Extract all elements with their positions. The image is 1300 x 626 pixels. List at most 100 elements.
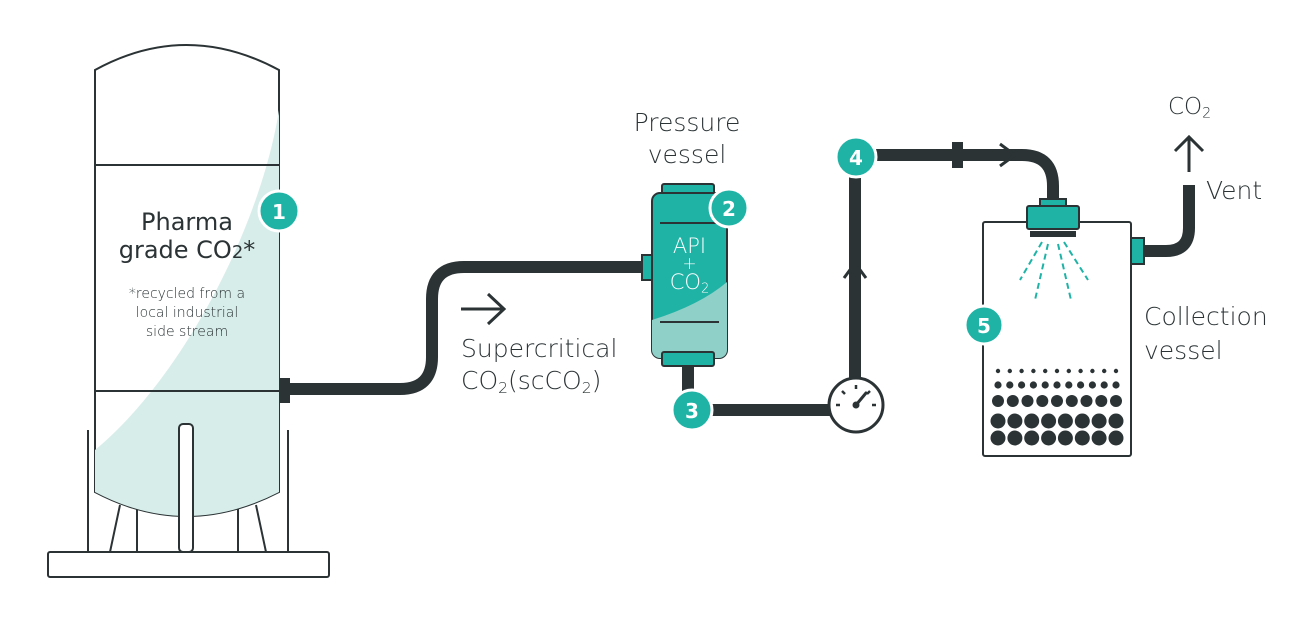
step-badge-3: 3 (670, 388, 714, 432)
particle (1074, 430, 1090, 446)
pressure-gauge-icon (827, 376, 885, 434)
particle (1066, 368, 1072, 374)
particle (1102, 368, 1107, 374)
pipe-tank-to-vessel (290, 261, 642, 395)
particle (1029, 381, 1037, 389)
particle (1019, 368, 1024, 374)
particle (1057, 413, 1073, 429)
particle (1088, 381, 1096, 389)
particle (1091, 413, 1107, 429)
collection-vessel (982, 198, 1145, 457)
tank-note-line2: local industrial (135, 305, 239, 321)
tank-label-line1: Pharma (141, 208, 233, 236)
particle (1007, 430, 1023, 446)
step-badge-5: 5 (963, 304, 1005, 346)
tank-cradle (87, 430, 289, 552)
particle (1074, 413, 1090, 429)
particle (1057, 430, 1073, 446)
collection-label-line1: Collection (1144, 302, 1268, 331)
step-badge-4: 4 (834, 135, 878, 179)
pressure-vessel (641, 183, 728, 367)
pipe-step4-to-nozzle (855, 149, 1059, 202)
tank-note-line1: *recycled from a (128, 286, 246, 302)
particle (1112, 381, 1120, 389)
vent-arrow-icon (1173, 134, 1205, 172)
particle (1110, 395, 1122, 407)
step-number-5: 5 (977, 314, 991, 338)
tank-note-line3: side stream (145, 324, 229, 340)
collection-vessel-label: Collection vessel (1144, 300, 1268, 368)
particle (1007, 413, 1023, 429)
particle (1024, 413, 1040, 429)
particle (992, 395, 1004, 407)
particle (990, 413, 1006, 429)
particle (1065, 395, 1078, 407)
particle (1041, 430, 1057, 446)
particle (1077, 381, 1085, 389)
spray-nozzle-icon (1019, 198, 1089, 301)
pressure-vessel-title-line2: vessel (647, 140, 727, 169)
particle (1100, 381, 1108, 389)
pipe-up-arrow-icon (842, 260, 868, 279)
particle (990, 430, 1006, 446)
particle (1090, 368, 1095, 374)
particle (1036, 395, 1049, 407)
tank-note: *recycled from a local industrial side s… (104, 285, 270, 342)
collection-label-line2: vessel (1144, 336, 1223, 365)
particle (1024, 430, 1040, 446)
particle (1031, 368, 1036, 374)
step-number-4: 4 (849, 146, 863, 170)
particle (1108, 413, 1124, 429)
step-number-2: 2 (722, 197, 736, 221)
step-number-1: 1 (272, 200, 286, 224)
supercritical-label: Supercritical CO2(scCO2) (461, 333, 617, 397)
content-co2: CO2 (669, 270, 710, 297)
tank-center-post (178, 423, 194, 553)
particle (1041, 413, 1057, 429)
particle (1054, 368, 1060, 374)
particle (1007, 368, 1012, 374)
tank-outlet (279, 378, 290, 403)
content-plus: + (682, 254, 697, 274)
particle (1021, 395, 1034, 407)
pressure-vessel-title: Pressure vessel (607, 107, 767, 171)
pressure-vessel-content: API + CO2 (652, 234, 727, 297)
collected-particles (990, 368, 1124, 446)
pressure-vessel-title-line1: Pressure (633, 108, 741, 137)
vent-label: Vent (1206, 176, 1263, 205)
pipe-coupling (952, 142, 963, 168)
supercritical-line2: CO2(scCO2) (461, 366, 602, 397)
particle (1018, 381, 1026, 389)
step-badge-2: 2 (708, 187, 750, 229)
particle (1113, 368, 1119, 374)
particle (1043, 368, 1048, 374)
particle (1006, 381, 1014, 389)
particle (994, 381, 1002, 389)
tank-legs (109, 504, 267, 553)
particle (1095, 395, 1108, 407)
particle (1108, 430, 1124, 446)
tank-fill (95, 110, 279, 516)
tank-label: Pharma grade CO2* (104, 208, 270, 264)
particle (1091, 430, 1107, 446)
particle (1080, 395, 1093, 407)
pipe-flow-arrow-icon (999, 142, 1018, 168)
particle (1078, 368, 1083, 374)
particle (1053, 381, 1061, 389)
particle (1006, 395, 1019, 407)
particle (1051, 395, 1063, 407)
step-number-3: 3 (685, 399, 699, 423)
pipe-vent (1144, 185, 1195, 257)
collection-outlet (1130, 237, 1145, 265)
tank-base-plate (47, 551, 330, 578)
particle (995, 368, 1001, 374)
flow-arrow-icon (461, 292, 507, 326)
particle (1065, 381, 1073, 389)
vent-co2-label: CO2 (1168, 94, 1212, 122)
vessel-cap-bottom (661, 351, 715, 367)
tank-label-line2: grade CO2* (118, 235, 256, 264)
content-api: API (672, 234, 707, 258)
supercritical-line1: Supercritical (461, 334, 618, 363)
